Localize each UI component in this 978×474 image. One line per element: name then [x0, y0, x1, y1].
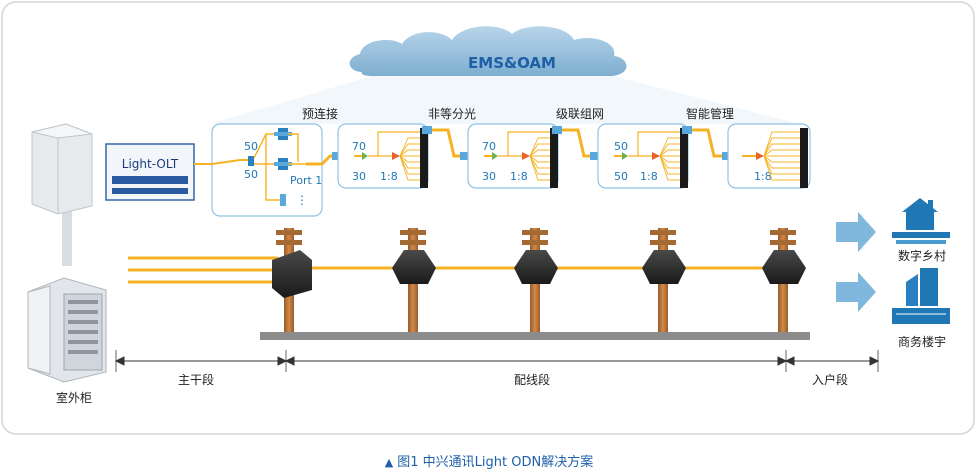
pole-5 — [762, 228, 806, 332]
caption-text: 图1 中兴通讯Light ODN解决方案 — [397, 455, 594, 470]
panel4-ratio: 1:8 — [640, 170, 658, 183]
segment-trunk-label: 主干段 — [178, 372, 214, 387]
panel1-top-value: 50 — [244, 140, 258, 153]
splitter-panel-5: 1:8 — [727, 123, 811, 189]
ems-cloud-label: EMS&OAM — [468, 54, 556, 72]
segment-drop-label: 入户段 — [812, 372, 848, 387]
pole-4 — [642, 228, 686, 332]
panel2-ratio: 1:8 — [380, 170, 398, 183]
panel2-top-value: 70 — [352, 140, 366, 153]
pole-1 — [272, 228, 312, 332]
village-icon — [892, 198, 950, 244]
panel3-bottom-value: 30 — [482, 170, 496, 183]
olt-device: Light-OLT — [105, 143, 195, 201]
stage-label-preconnect: 预连接 — [302, 106, 338, 121]
splitter-panel-1: 50 50 Port 1 ⋮ — [211, 123, 323, 217]
segment-distribution-label: 配线段 — [514, 372, 550, 387]
building-label: 商务楼宇 — [898, 334, 946, 349]
olt-label: Light-OLT — [122, 157, 179, 171]
olt-to-panel-fiber — [194, 159, 248, 165]
arrow-to-village — [836, 212, 876, 252]
village-label: 数字乡村 — [898, 248, 946, 263]
outdoor-cabinet: 室外柜 — [27, 277, 107, 405]
pole-2 — [392, 228, 436, 332]
pole-3 — [514, 228, 558, 332]
panel2-bottom-value: 30 — [352, 170, 366, 183]
ems-cloud: EMS&OAM — [349, 26, 627, 76]
caption-marker: ▲ — [384, 456, 394, 469]
panel4-top-value: 50 — [614, 140, 628, 153]
cabinet-label: 室外柜 — [56, 390, 92, 405]
ems-beam — [210, 76, 800, 124]
panel3-top-value: 70 — [482, 140, 496, 153]
panel1-bottom-value: 50 — [244, 168, 258, 181]
panel1-dots: ⋮ — [296, 193, 308, 207]
panel4-bottom-value: 50 — [614, 170, 628, 183]
panel5-ratio: 1:8 — [754, 170, 772, 183]
figure-caption: ▲图1 中兴通讯Light ODN解决方案 — [0, 451, 978, 470]
panel1-port-label: Port 1 — [290, 174, 322, 187]
splitter-panel-2: 70 30 1:8 — [337, 123, 432, 189]
stage-label-cascade: 级联组网 — [556, 107, 604, 121]
splitter-panel-4: 50 50 1:8 — [597, 123, 692, 189]
splitter-panel-3: 70 30 1:8 — [467, 123, 562, 189]
ground-bar — [260, 332, 810, 340]
stage-label-smart-mgmt: 智能管理 — [686, 106, 734, 121]
segment-arrows — [114, 350, 880, 372]
panel3-ratio: 1:8 — [510, 170, 528, 183]
stage-label-uneven-split: 非等分光 — [428, 107, 476, 121]
building-icon — [892, 268, 950, 324]
pole-cabinet — [31, 123, 93, 266]
arrow-to-building — [836, 272, 876, 312]
